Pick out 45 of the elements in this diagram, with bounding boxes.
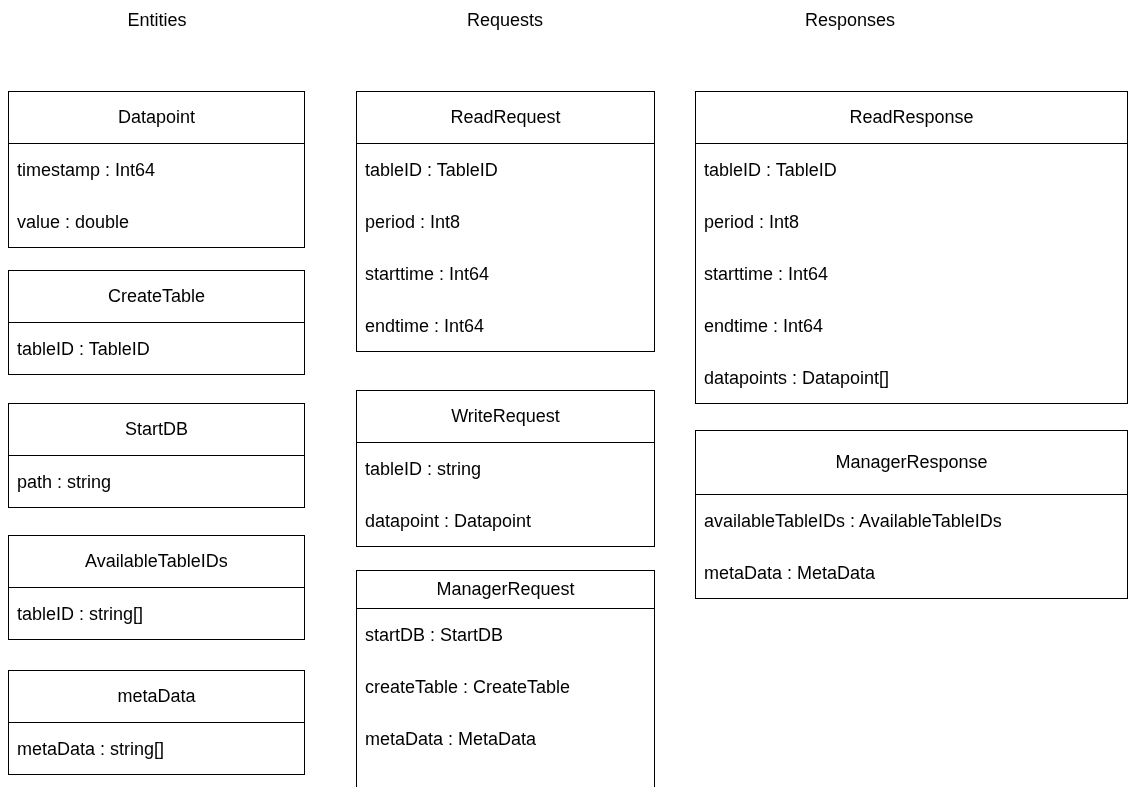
class-name: CreateTable [107, 286, 206, 307]
attribute-text: datapoint : Datapoint [365, 510, 532, 532]
class-box [8, 91, 305, 248]
class-name: ReadRequest [450, 107, 561, 128]
attribute-text: tableID : string [365, 458, 482, 480]
attribute-text: createTable : CreateTable [365, 676, 571, 698]
attribute-text: tableID : TableID [365, 159, 498, 181]
class-name: WriteRequest [451, 406, 560, 427]
class-box [356, 91, 655, 352]
class-box [356, 570, 655, 787]
class-name: Datapoint [117, 107, 196, 128]
attribute-text: value : double [17, 211, 130, 233]
class-name: metaData [117, 686, 196, 707]
column-heading: Entities [127, 10, 187, 31]
attribute-text: datapoints : Datapoint[] [704, 367, 890, 389]
attribute-text: metaData : string[] [17, 738, 165, 760]
attribute-text: tableID : TableID [17, 338, 150, 360]
attribute-text: endtime : Int64 [365, 315, 485, 337]
attribute-text: metaData : MetaData [704, 562, 876, 584]
attribute-text: endtime : Int64 [704, 315, 824, 337]
class-name: ReadResponse [849, 107, 974, 128]
class-box [695, 430, 1128, 599]
attribute-text: metaData : MetaData [365, 728, 537, 750]
class-box [8, 670, 305, 775]
class-name: ManagerResponse [835, 452, 988, 473]
attribute-text: availableTableIDs : AvailableTableIDs [704, 510, 1002, 532]
attribute-text: starttime : Int64 [704, 263, 829, 285]
class-box [8, 403, 305, 508]
attribute-text: starttime : Int64 [365, 263, 490, 285]
attribute-text: path : string [17, 471, 112, 493]
class-name: AvailableTableIDs [85, 551, 228, 572]
attribute-text: tableID : TableID [704, 159, 837, 181]
class-box [8, 270, 305, 375]
attribute-text: timestamp : Int64 [17, 159, 156, 181]
column-heading: Requests [467, 10, 544, 31]
class-name: ManagerRequest [436, 579, 575, 600]
class-box [8, 535, 305, 640]
class-name: StartDB [125, 419, 188, 440]
attribute-text: tableID : string[] [17, 603, 144, 625]
attribute-text: period : Int8 [365, 211, 461, 233]
column-heading: Responses [805, 10, 896, 31]
class-box [695, 91, 1128, 404]
attribute-text: startDB : StartDB [365, 624, 504, 646]
class-box [356, 390, 655, 547]
attribute-text: period : Int8 [704, 211, 800, 233]
